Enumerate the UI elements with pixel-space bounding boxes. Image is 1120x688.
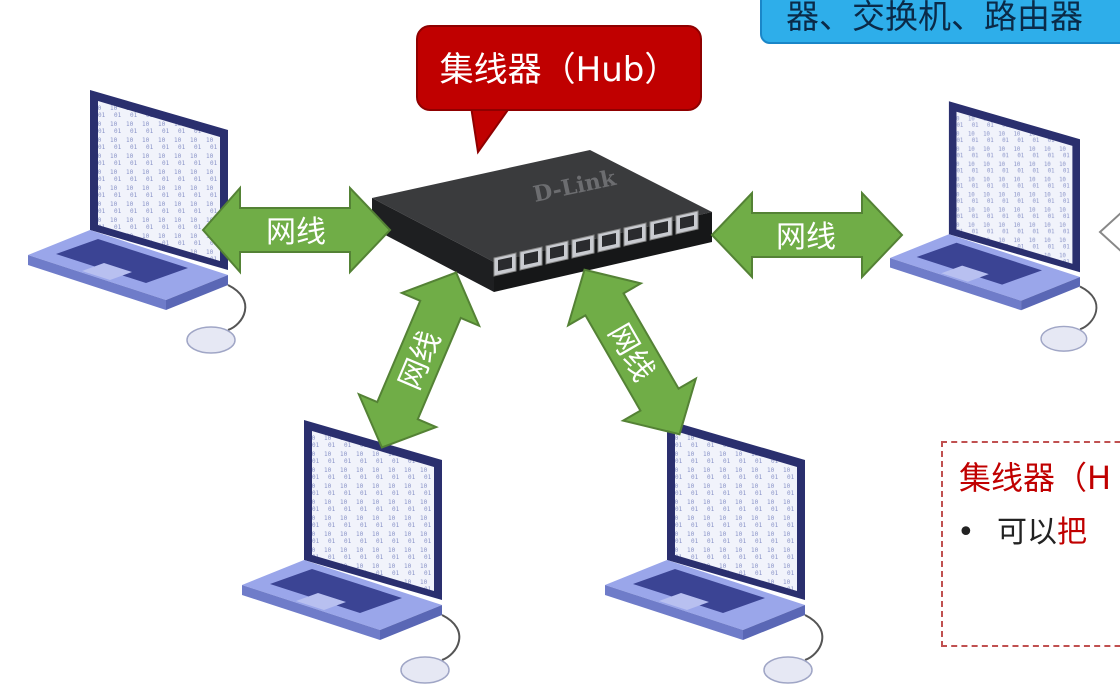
hub-port-socket [654,221,668,235]
cable-arrow-bottom-right: 网线 [566,268,698,436]
laptop-right [889,100,1098,353]
hub-port-socket [498,257,512,271]
cable-arrow-right: 网线 [710,190,904,280]
hub-port-socket [576,239,590,253]
cable-label-left: 网线 [266,215,326,250]
cable-arrow-left: 网线 [201,185,392,275]
note-bullet: • 可以把 [957,507,1087,551]
laptop-bottom-left [241,419,461,684]
note-bullet-highlight: 把 [1057,515,1087,550]
hub-device: D-Link [372,150,712,292]
cable-arrow-bottom-left: 网线 [356,271,482,449]
hub-port-socket [550,245,564,259]
cable-label-right: 网线 [776,220,836,255]
bullet-dot: • [957,515,975,550]
note-title: 集线器（H [959,459,1112,497]
top-banner-text: 器、交换机、路由器 [786,0,1083,36]
hub-port-socket [628,227,642,241]
hub-port-socket [602,233,616,247]
hub-callout-label: 集线器（Hub） [439,50,679,90]
top-banner: 器、交换机、路由器 [760,0,1120,44]
note-bullet-text: 可以 [997,515,1057,550]
hub-callout: 集线器（Hub） [416,25,702,111]
laptop-bottom-right [604,419,824,684]
note-box: 集线器（H • 可以把 [941,441,1120,647]
hub-port-socket [680,215,694,229]
hub-port-socket [524,251,538,265]
partial-pointer [1098,212,1120,252]
